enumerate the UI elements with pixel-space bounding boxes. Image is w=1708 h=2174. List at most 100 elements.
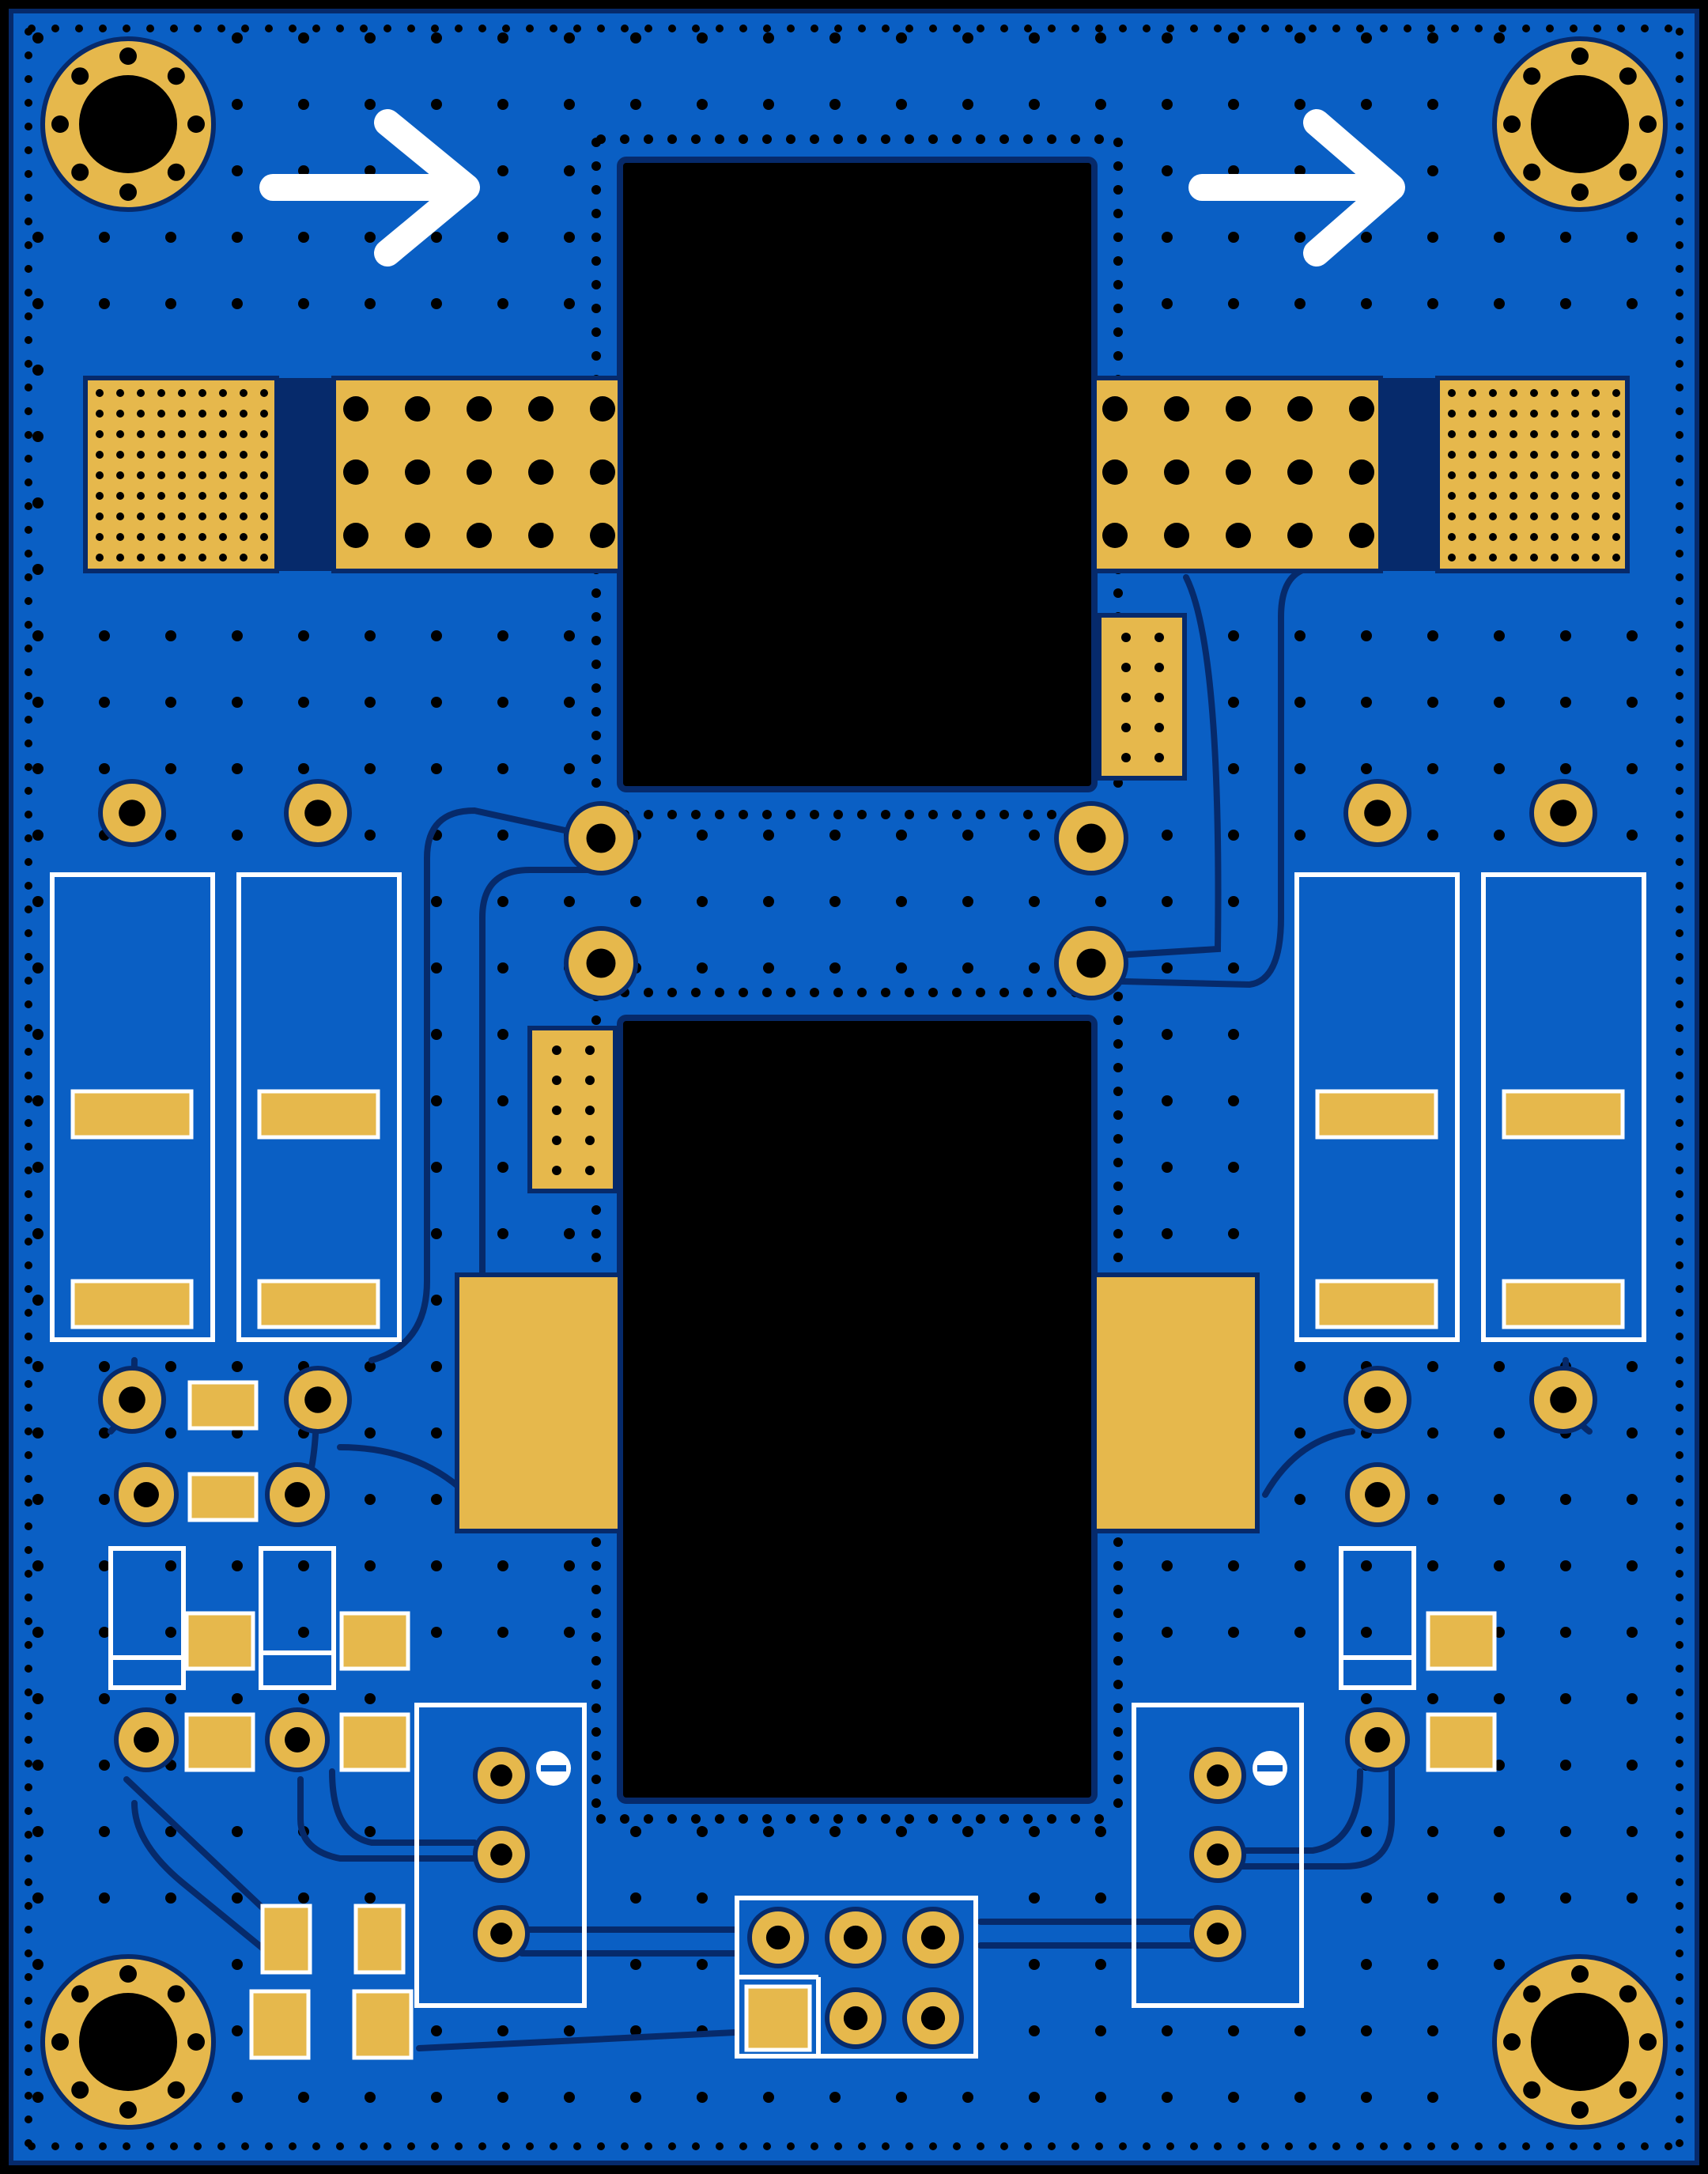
via — [25, 455, 32, 463]
terminal-via — [1530, 451, 1538, 459]
through-hole-drill — [1076, 823, 1106, 853]
via — [1214, 2142, 1222, 2150]
via — [905, 810, 914, 819]
via — [976, 1814, 985, 1824]
via — [1113, 1561, 1123, 1571]
through-hole-drill — [119, 800, 145, 826]
pad-via — [585, 1106, 595, 1115]
via — [1361, 1693, 1372, 1704]
via — [25, 2044, 32, 2052]
via — [962, 2092, 973, 2103]
via — [1676, 1475, 1683, 1483]
terminal-via — [137, 512, 145, 520]
via — [1676, 312, 1683, 320]
terminal-via — [1448, 554, 1456, 561]
via — [999, 988, 1009, 997]
via — [591, 731, 601, 740]
via — [1676, 1807, 1683, 1815]
mounting-ring-via — [1523, 2081, 1541, 2099]
terminal-via — [1510, 512, 1517, 520]
terminal-via — [96, 492, 104, 500]
terminal-via — [1489, 533, 1497, 541]
terminal-via — [96, 430, 104, 438]
via — [146, 2142, 154, 2150]
terminal-via — [1551, 389, 1559, 397]
terminal-via — [260, 512, 268, 520]
via — [1162, 32, 1173, 43]
via — [28, 2142, 36, 2150]
via — [32, 1494, 43, 1505]
via — [1427, 1427, 1438, 1439]
via — [232, 697, 243, 708]
via — [1494, 830, 1505, 841]
mounting-ring-via — [1503, 2033, 1521, 2051]
via — [312, 25, 320, 32]
terminal-via — [1530, 410, 1538, 418]
via — [99, 1361, 110, 1372]
via — [298, 697, 309, 708]
via — [1676, 834, 1683, 842]
via — [1676, 265, 1683, 273]
terminal-via — [178, 554, 186, 561]
via — [1494, 232, 1505, 243]
terminal-via — [260, 410, 268, 418]
via — [99, 763, 110, 774]
via — [25, 858, 32, 866]
via — [336, 25, 344, 32]
via — [1676, 1238, 1683, 1246]
via — [25, 1878, 32, 1886]
via — [1119, 2142, 1127, 2150]
via — [298, 232, 309, 243]
terminal-via — [137, 533, 145, 541]
terminal-via — [157, 410, 165, 418]
via — [691, 134, 701, 144]
via — [1113, 351, 1123, 361]
via — [630, 1826, 641, 1837]
via — [1427, 630, 1438, 641]
mounting-ring-via — [1503, 115, 1521, 133]
pad-via — [1121, 723, 1131, 732]
via — [298, 1627, 309, 1638]
via — [591, 588, 601, 598]
via — [25, 1499, 32, 1507]
via — [1676, 550, 1683, 558]
via — [1676, 1261, 1683, 1269]
via — [591, 1703, 601, 1713]
terminal-via — [240, 554, 248, 561]
via — [739, 988, 748, 997]
terminal-via — [137, 410, 145, 418]
via — [1361, 1892, 1372, 1904]
via — [762, 988, 772, 997]
terminal-via — [1468, 471, 1476, 479]
via — [829, 962, 841, 974]
via — [32, 32, 43, 43]
via — [1000, 2142, 1008, 2150]
pad-via — [552, 1106, 561, 1115]
via — [630, 1959, 641, 1970]
via — [564, 1560, 575, 1571]
via — [25, 75, 32, 83]
via — [644, 134, 653, 144]
through-hole-drill — [490, 1923, 512, 1945]
terminal-via — [198, 451, 206, 459]
terminal-holes — [96, 389, 1620, 561]
via — [591, 683, 601, 693]
terminal-via — [1571, 533, 1579, 541]
through-hole-drill — [920, 1925, 946, 1950]
via — [1228, 32, 1239, 43]
via — [170, 25, 178, 32]
terminal-via — [1510, 492, 1517, 500]
via — [497, 1560, 508, 1571]
via — [1676, 1309, 1683, 1317]
via — [1095, 99, 1106, 110]
via — [1676, 28, 1683, 36]
mounting-ring-via — [1619, 163, 1637, 181]
via — [739, 1814, 748, 1824]
via — [896, 896, 907, 907]
via — [298, 630, 309, 641]
via — [1676, 1641, 1683, 1649]
via — [962, 99, 973, 110]
via — [630, 2092, 641, 2103]
terminal-via — [240, 389, 248, 397]
via — [962, 32, 973, 43]
